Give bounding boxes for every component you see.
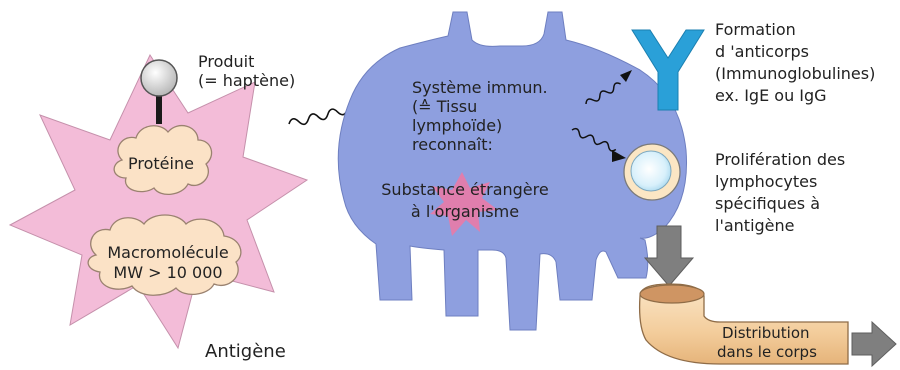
hapten-label-line1: Produit (198, 52, 254, 72)
distribution-label-line1: Distribution (722, 324, 810, 343)
immune-system-label-line2: (≙ Tissu (412, 97, 477, 117)
immune-system-label-line1: Système immun. (412, 78, 548, 98)
hapten-label-line2: (= haptène) (198, 71, 295, 91)
foreign-substance-label-line1: Substance étrangère (370, 180, 560, 200)
macromolecule-label-line1: Macromolécule (98, 243, 238, 263)
immune-system-label-line4: reconnaît: (412, 135, 493, 155)
antibody-label-line1: Formation (715, 20, 796, 40)
pipe-opening (640, 285, 704, 303)
antibody-label-line2: d 'anticorps (715, 42, 809, 62)
protein-label: Protéine (128, 154, 192, 174)
lymphocyte-label-line3: spécifiques à (715, 194, 820, 214)
gray-right-arrow (852, 322, 896, 366)
antigen-title: Antigène (205, 341, 286, 363)
antibody-label-line3: (Immunoglobulines) (715, 64, 875, 84)
lymphocyte-cell-inner (631, 151, 671, 191)
antibody-label-line4: ex. IgE ou IgG (715, 86, 827, 106)
hapten-ball (141, 60, 177, 96)
lymphocyte-label-line1: Prolifération des (715, 150, 845, 170)
lymphocyte-label-line4: l'antigène (715, 216, 795, 236)
immune-system-label-line3: lymphoïde) (412, 116, 502, 136)
macromolecule-label-line2: MW > 10 000 (98, 263, 238, 283)
distribution-label-line2: dans le corps (717, 343, 817, 362)
foreign-substance-label-line2: à l'organisme (370, 202, 560, 222)
lymphocyte-label-line2: lymphocytes (715, 172, 817, 192)
